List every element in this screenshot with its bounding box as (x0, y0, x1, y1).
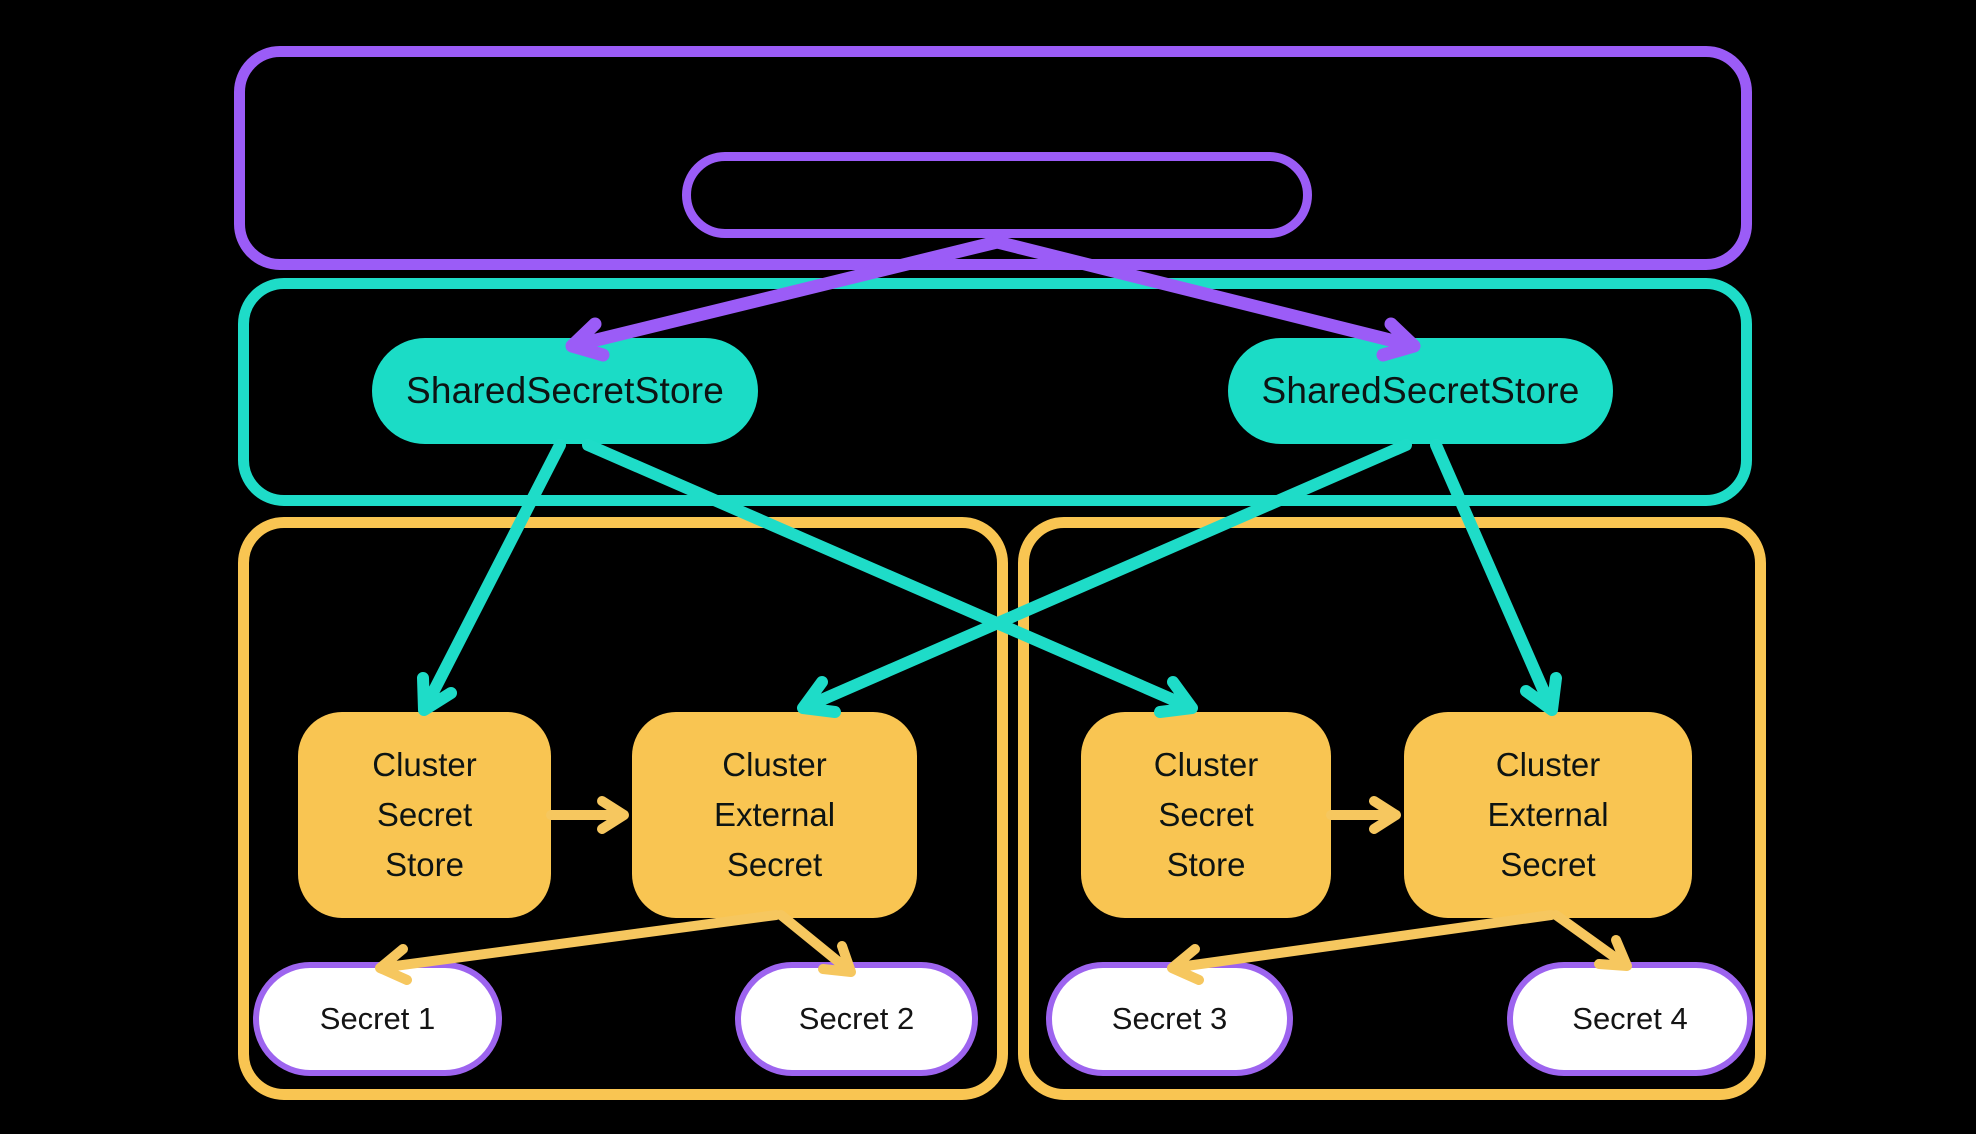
cluster-external-secret-1-line: Secret (726, 846, 823, 883)
cluster-secret-store-2: Cluster Secret Store (1081, 712, 1331, 918)
shared-secret-store-1: SharedSecretStore (372, 338, 758, 444)
cluster-external-secret-1-line: Cluster (722, 746, 827, 783)
top-pill-outline (682, 152, 1312, 238)
cluster-external-secret-2-line: Secret (1500, 846, 1596, 883)
cluster-external-secret-1: Cluster External Secret (632, 712, 917, 918)
secret-1: Secret 1 (253, 962, 502, 1076)
cluster-external-secret-2-line: Cluster (1495, 746, 1601, 783)
cluster-secret-store-1-line: Store (385, 846, 464, 883)
cluster-secret-store-1-line: Cluster (372, 746, 477, 783)
secret-1-label: Secret 1 (319, 1001, 436, 1036)
cluster-external-secret-2-line: External (1487, 796, 1609, 833)
secret-4: Secret 4 (1507, 962, 1753, 1076)
cluster-secret-store-2-line: Secret (1158, 796, 1254, 833)
cluster-external-secret-2: Cluster External Secret (1404, 712, 1692, 918)
secret-3: Secret 3 (1046, 962, 1293, 1076)
cluster-external-secret-1-line: External (713, 796, 836, 833)
secret-2: Secret 2 (735, 962, 978, 1076)
cluster-secret-store-1: Cluster Secret Store (298, 712, 551, 918)
cluster-secret-store-1-line: Secret (376, 796, 473, 833)
shared-secret-store-2-label: SharedSecretStore (1261, 370, 1580, 411)
cluster-secret-store-2-line: Cluster (1153, 746, 1259, 783)
shared-secret-store-1-label: SharedSecretStore (405, 370, 725, 411)
secret-4-label: Secret 4 (1572, 1001, 1688, 1036)
cluster-secret-store-2-line: Store (1166, 846, 1246, 883)
shared-secret-store-2: SharedSecretStore (1228, 338, 1613, 444)
secret-3-label: Secret 3 (1111, 1001, 1228, 1036)
secret-2-label: Secret 2 (798, 1001, 915, 1036)
